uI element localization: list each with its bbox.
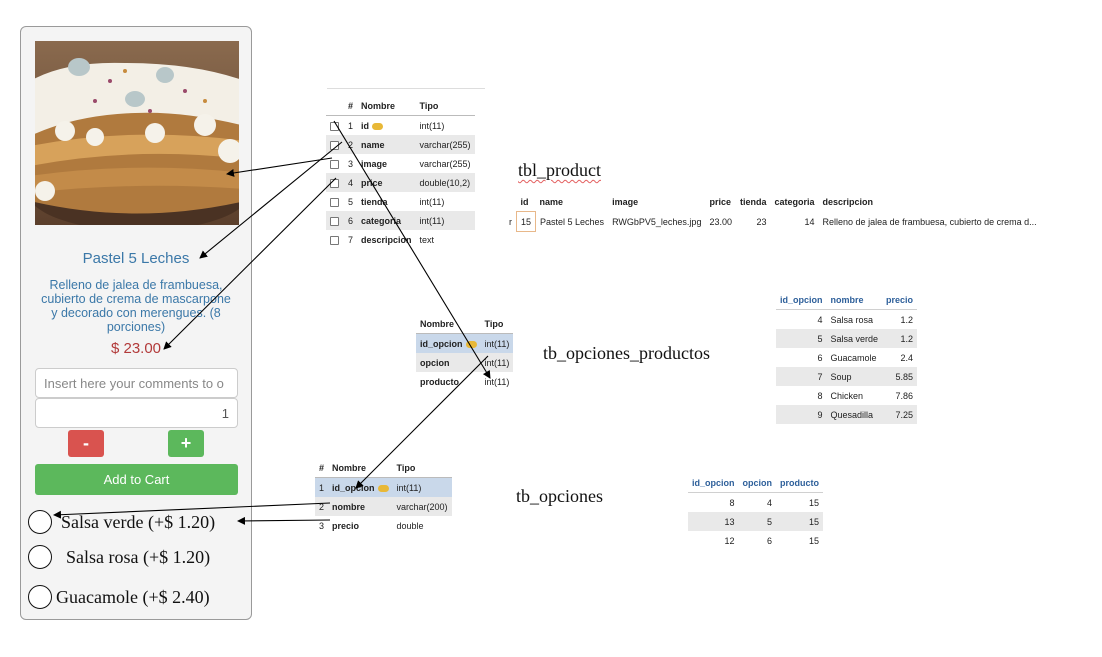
checkbox-icon[interactable] (330, 197, 339, 207)
table-header-row: id_opcion opcion producto (688, 473, 823, 493)
table-row: 7 descripcion text (326, 230, 475, 249)
checkbox-icon[interactable] (330, 178, 339, 188)
column-header: Tipo (415, 96, 475, 116)
primary-key-icon (372, 122, 384, 130)
opciones-productos-schema-table: Nombre Tipo id_opcion int(11) opcion int… (416, 314, 514, 391)
table-header-row: id_opcion nombre precio (776, 290, 918, 310)
radio-circle-icon[interactable] (28, 545, 52, 569)
table-row: 6 categoria int(11) (326, 211, 475, 230)
product-image (35, 41, 239, 225)
opciones-schema-table: # Nombre Tipo 1 id_opcion int(11) 2 nomb… (315, 458, 452, 535)
table-header-row: # Nombre Tipo (326, 96, 475, 116)
option-guacamole[interactable]: Guacamole (+$ 2.40) (28, 582, 210, 612)
checkbox-icon[interactable] (330, 235, 339, 245)
tb-opciones-label: tb_opciones (516, 486, 603, 506)
schema-top-divider (327, 88, 485, 89)
increase-quantity-button[interactable]: + (168, 430, 204, 457)
quantity-input[interactable] (35, 398, 238, 428)
option-salsa-verde[interactable]: Salsa verde (+$ 1.20) (28, 507, 215, 537)
option-label: Guacamole (+$ 2.40) (56, 586, 210, 607)
primary-key-icon (377, 484, 389, 492)
table-row: r 15 Pastel 5 Leches RWGbPV5_leches.jpg … (505, 211, 1041, 232)
add-to-cart-button[interactable]: Add to Cart (35, 464, 238, 495)
column-header: # (344, 96, 358, 116)
table-row: opcion int(11) (416, 353, 514, 372)
radio-circle-icon[interactable] (28, 510, 52, 534)
radio-circle-icon[interactable] (28, 585, 52, 609)
primary-key-icon (465, 340, 477, 348)
table-header-row: Nombre Tipo (416, 314, 514, 334)
table-row: 2 name varchar(255) (326, 135, 475, 154)
table-row: 3 image varchar(255) (326, 154, 475, 173)
tbl-product-label: tbl_product (518, 160, 601, 180)
option-label: Salsa verde (+$ 1.20) (61, 511, 216, 532)
option-salsa-rosa[interactable]: Salsa rosa (+$ 1.20) (28, 542, 210, 572)
table-row: 2 nombre varchar(200) (315, 497, 452, 516)
decrease-quantity-button[interactable]: - (68, 430, 104, 457)
table-row: 1 id int(11) (326, 116, 475, 136)
checkbox-icon[interactable] (330, 216, 339, 226)
tbl-product-table: id name image price tienda categoria des… (505, 192, 1041, 232)
option-label: Salsa rosa (+$ 1.20) (66, 546, 211, 567)
table-row: 1 id_opcion int(11) (315, 477, 452, 497)
table-row: 5 tienda int(11) (326, 192, 475, 211)
table-header-row: # Nombre Tipo (315, 458, 452, 478)
column-header: Nombre (357, 96, 416, 116)
tb-opciones-productos-label: tb_opciones_productos (543, 343, 710, 363)
checkbox-icon[interactable] (330, 159, 339, 169)
table-row: id_opcion int(11) (416, 333, 514, 353)
product-schema-table: # Nombre Tipo 1 id int(11) 2 name varcha… (326, 96, 475, 249)
comments-input[interactable] (35, 368, 238, 398)
table-row: 3 precio double (319, 520, 424, 531)
table-row: 4 price double(10,2) (326, 173, 475, 192)
table-header-row: id name image price tienda categoria des… (520, 196, 874, 207)
product-price: $ 23.00 (110, 340, 162, 357)
product-description: Relleno de jalea de frambuesa, cubierto … (41, 278, 231, 334)
product-title: Pastel 5 Leches (82, 250, 190, 267)
table-row: producto int(11) (420, 376, 510, 387)
checkbox-icon[interactable] (330, 140, 339, 150)
checkbox-icon[interactable] (330, 121, 339, 131)
